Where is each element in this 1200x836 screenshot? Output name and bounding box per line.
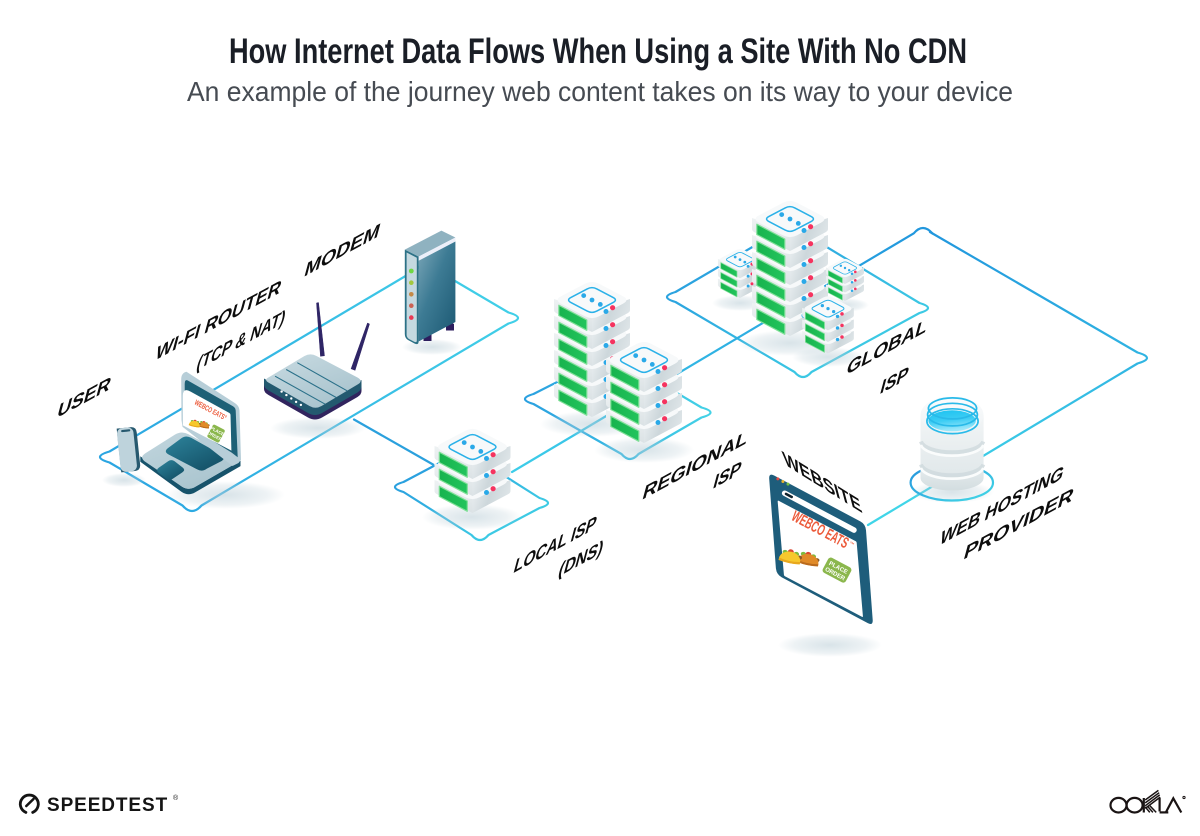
svg-text:An example of the journey web: An example of the journey web content ta… [187,76,1013,107]
svg-text:ISP: ISP [878,362,911,399]
svg-text:SPEEDTEST: SPEEDTEST [47,795,168,816]
svg-text:®: ® [173,794,179,802]
svg-text:How Internet Data Flows When U: How Internet Data Flows When Using a Sit… [229,32,967,71]
svg-text:MODEM: MODEM [302,219,383,282]
svg-text:™: ™ [848,541,855,549]
svg-text:USER: USER [55,372,114,423]
svg-text:PLACE: PLACE [210,425,226,436]
svg-text:LOCAL ISP: LOCAL ISP [511,512,599,579]
